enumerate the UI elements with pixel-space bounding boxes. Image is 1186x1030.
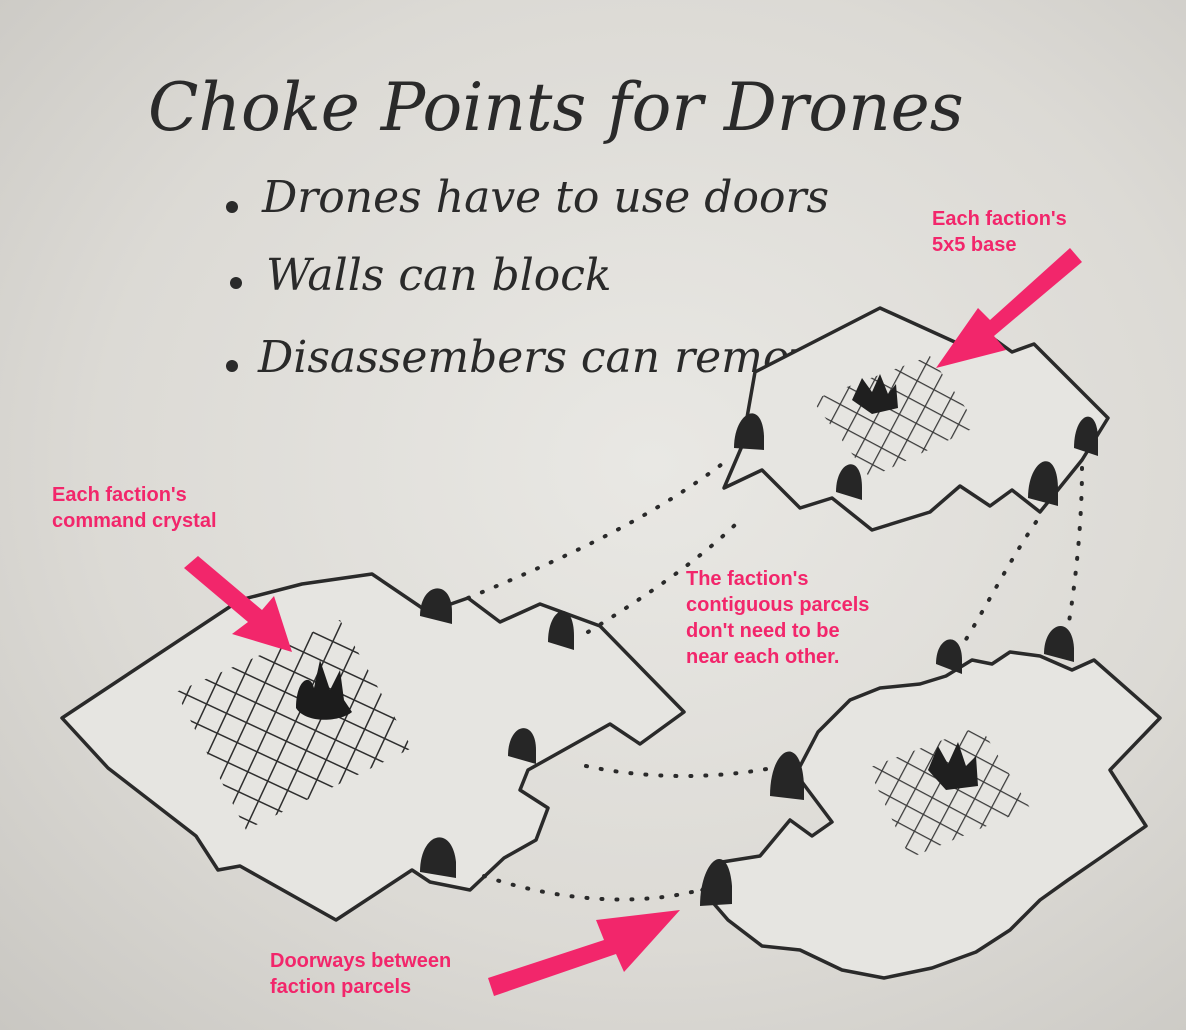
annotation-line: near each other. [686, 646, 840, 668]
doorway-icon [836, 464, 862, 500]
parcel-connections [466, 456, 1084, 902]
annotation-crystal: Each faction's command crystal [52, 482, 217, 534]
annotation-line: command crystal [52, 510, 217, 532]
annotation-arrows [184, 248, 1082, 996]
annotation-line: don't need to be [686, 620, 840, 642]
annotation-line: faction parcels [270, 976, 412, 998]
annotation-line: Each faction's [932, 208, 1067, 230]
bullet-1: Drones have to use doors [261, 172, 829, 223]
parcel-top-right [722, 306, 1110, 532]
parcel-bottom-right [700, 625, 1162, 980]
doorway-icon [420, 588, 452, 624]
doorway-icon [700, 859, 732, 906]
sketch-heading: Choke Points for Drones [148, 69, 964, 146]
doorway-icon [1028, 461, 1058, 506]
command-crystal-icon [852, 374, 898, 414]
annotation-base: Each faction's 5x5 base [932, 206, 1067, 258]
command-crystal-icon [296, 660, 352, 720]
bullet-dot [230, 277, 242, 289]
doorway-icon [548, 611, 574, 650]
parcel-left [60, 572, 686, 922]
arrow-to-base [936, 248, 1082, 368]
arrow-to-doorway [488, 910, 680, 996]
annotation-doorways: Doorways between faction parcels [270, 948, 451, 1000]
doorway-icon [508, 728, 536, 764]
arrow-to-crystal [184, 556, 292, 652]
command-crystal-icon [928, 742, 978, 790]
doorway-icon [1044, 625, 1074, 662]
annotation-contiguous: The faction's contiguous parcels don't n… [686, 566, 869, 670]
bullet-3: Disassembers can remove [257, 332, 840, 383]
doorway-icon [770, 751, 804, 800]
doorway-icon [1074, 416, 1098, 456]
bullet-dot [226, 201, 238, 213]
annotation-line: 5x5 base [932, 234, 1017, 256]
annotation-line: Doorways between [270, 950, 452, 972]
annotation-line: The faction's [686, 568, 809, 590]
doorway-icon [734, 413, 764, 450]
bullet-dot [226, 360, 238, 372]
annotation-line: Each faction's [52, 484, 187, 506]
doorway-icon [420, 837, 456, 878]
annotation-line: contiguous parcels [686, 594, 870, 616]
bullet-2: Walls can block [266, 250, 612, 301]
doorway-icon [936, 639, 962, 674]
